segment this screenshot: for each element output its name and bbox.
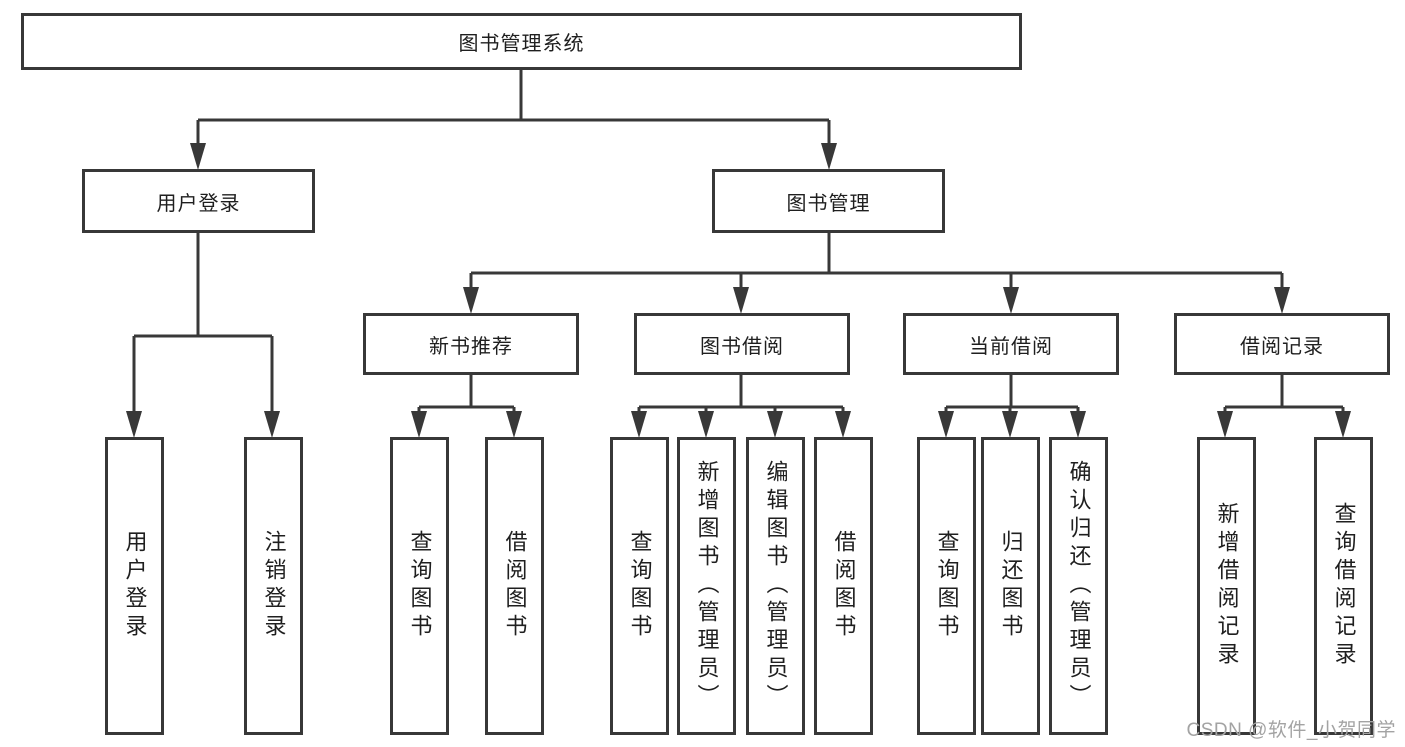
- leaf-query-books-current: 查询图书: [917, 437, 976, 735]
- leaf-label: 查询借阅记录: [1331, 502, 1357, 670]
- node-borrowing-records: 借阅记录: [1174, 313, 1390, 375]
- leaf-label: 用户登录: [122, 530, 148, 642]
- leaf-borrow-books-recommend: 借阅图书: [485, 437, 544, 735]
- leaf-query-borrow-record: 查询借阅记录: [1314, 437, 1373, 735]
- leaf-label: 借阅图书: [831, 530, 857, 642]
- csdn-watermark: CSDN @软件_小贺同学: [1186, 720, 1396, 741]
- leaf-edit-book-admin: 编辑图书（管理员）: [746, 437, 805, 735]
- leaf-logout: 注销登录: [244, 437, 303, 735]
- node-current-borrowing: 当前借阅: [903, 313, 1119, 375]
- leaf-label: 新增借阅记录: [1214, 502, 1240, 670]
- leaf-label: 新增图书（管理员）: [694, 460, 720, 712]
- leaf-query-books-borrow: 查询图书: [610, 437, 669, 735]
- connector-path: [132, 69, 1345, 412]
- leaf-confirm-return-admin: 确认归还（管理员）: [1049, 437, 1108, 735]
- leaf-label: 借阅图书: [502, 530, 528, 642]
- leaf-label: 编辑图书（管理员）: [763, 460, 789, 712]
- node-book-management: 图书管理: [712, 169, 945, 233]
- arrowheads-leaves: [126, 411, 1351, 438]
- leaf-label: 注销登录: [261, 530, 287, 642]
- node-book-borrowing: 图书借阅: [634, 313, 850, 375]
- node-new-book-recommendation: 新书推荐: [363, 313, 579, 375]
- leaf-label: 确认归还（管理员）: [1066, 460, 1092, 712]
- leaf-label: 查询图书: [934, 530, 960, 642]
- leaf-add-borrow-record: 新增借阅记录: [1197, 437, 1256, 735]
- arrowheads-level2: [190, 143, 837, 170]
- node-user-login: 用户登录: [82, 169, 315, 233]
- leaf-user-login: 用户登录: [105, 437, 164, 735]
- leaf-label: 归还图书: [998, 530, 1024, 642]
- leaf-return-book: 归还图书: [981, 437, 1040, 735]
- leaf-label: 查询图书: [627, 530, 653, 642]
- leaf-label: 查询图书: [407, 530, 433, 642]
- leaf-borrow-books-borrow: 借阅图书: [814, 437, 873, 735]
- leaf-add-book-admin: 新增图书（管理员）: [677, 437, 736, 735]
- leaf-query-books-recommend: 查询图书: [390, 437, 449, 735]
- arrowheads-level3: [463, 287, 1290, 314]
- node-root-library-system: 图书管理系统: [21, 13, 1022, 70]
